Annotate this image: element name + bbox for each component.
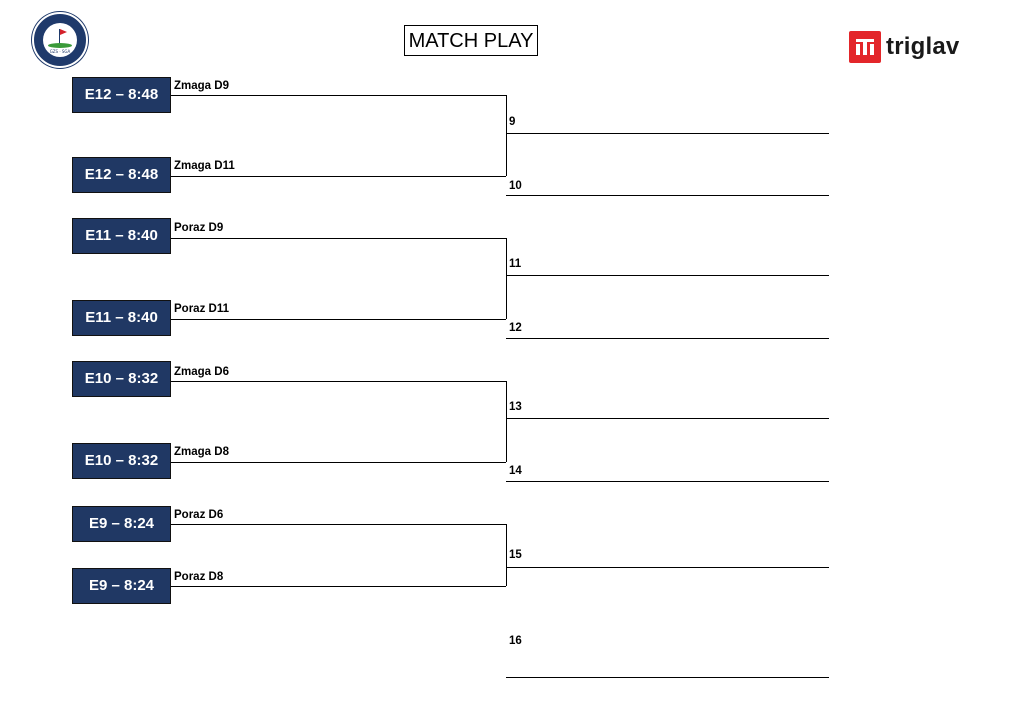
- bracket-line: [171, 176, 506, 177]
- bracket-connector: [506, 95, 507, 176]
- place-number: 14: [509, 465, 522, 477]
- bracket-connector: [506, 381, 507, 462]
- tee-time-box: E10 – 8:32: [72, 443, 171, 479]
- result-line: [506, 677, 829, 678]
- player-label: Poraz D6: [174, 509, 224, 521]
- tee-time-box: E9 – 8:24: [72, 568, 171, 604]
- player-label: Zmaga D6: [174, 366, 229, 378]
- bracket-connector: [506, 238, 507, 319]
- bracket-line: [171, 238, 506, 239]
- tee-time-box: E12 – 8:48: [72, 77, 171, 113]
- player-label: Zmaga D11: [174, 160, 235, 172]
- place-number: 11: [509, 258, 522, 270]
- player-label: Zmaga D9: [174, 80, 229, 92]
- result-line: [506, 338, 829, 339]
- triglav-logo-icon: [849, 31, 881, 63]
- place-number: 10: [509, 180, 522, 192]
- result-line: [506, 275, 829, 276]
- result-line: [506, 567, 829, 568]
- result-line: [506, 481, 829, 482]
- result-line: [506, 195, 829, 196]
- bracket-line: [171, 462, 506, 463]
- place-number: 9: [509, 116, 516, 128]
- tee-time-box: E10 – 8:32: [72, 361, 171, 397]
- player-label: Poraz D9: [174, 222, 224, 234]
- brand-name: triglav: [886, 33, 960, 60]
- tee-time-box: E11 – 8:40: [72, 218, 171, 254]
- association-logo-text: GZS · SGA: [49, 49, 71, 54]
- bracket-line: [171, 95, 506, 96]
- tee-time-box: E11 – 8:40: [72, 300, 171, 336]
- brand-logo: triglav: [849, 30, 959, 64]
- player-label: Zmaga D8: [174, 446, 229, 458]
- bracket-line: [171, 381, 506, 382]
- player-label: Poraz D11: [174, 303, 229, 315]
- place-number: 15: [509, 549, 522, 561]
- bracket-connector: [506, 524, 507, 586]
- bracket-line: [171, 524, 506, 525]
- player-label: Poraz D8: [174, 571, 224, 583]
- bracket-line: [171, 586, 506, 587]
- place-number: 12: [509, 322, 522, 334]
- place-number: 13: [509, 401, 522, 413]
- tee-time-box: E12 – 8:48: [72, 157, 171, 193]
- result-line: [506, 133, 829, 134]
- bracket-line: [171, 319, 506, 320]
- place-number: 16: [509, 635, 522, 647]
- tee-time-box: E9 – 8:24: [72, 506, 171, 542]
- result-line: [506, 418, 829, 419]
- association-logo: GZS · SGA: [32, 12, 88, 68]
- page-title: MATCH PLAY: [404, 25, 538, 56]
